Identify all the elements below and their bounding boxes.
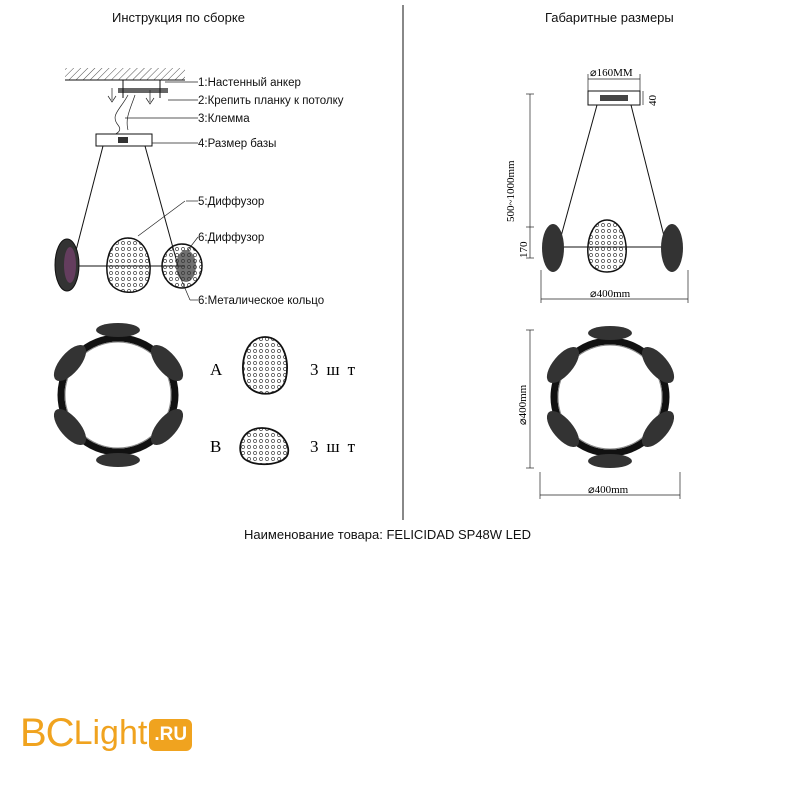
dimensions-title: Габаритные размеры: [545, 10, 674, 25]
diffuser-left: [54, 238, 80, 292]
part-b-qty: 3шт: [310, 437, 363, 456]
callout-5: 5:Диффузор: [198, 196, 264, 208]
dim-ring-diameter-side: ⌀400mm: [590, 288, 631, 300]
cable-side-left: [559, 104, 598, 241]
canopy-side: [587, 90, 641, 106]
logo-part-light: Light: [73, 714, 148, 752]
bclight-logo: BC Light .RU: [20, 695, 193, 755]
callout-4: 4:Размер базы: [198, 138, 276, 150]
dim-ring-side-line: [540, 270, 689, 303]
part-b-letter: B: [210, 437, 221, 456]
canopy: [95, 133, 153, 147]
callout-6: 6:Диффузор: [198, 232, 264, 244]
dim-ring-diameter-top-horizontal: ⌀400mm: [588, 484, 629, 496]
ring-top-view-left: [53, 323, 184, 467]
dim-ring-top-h-line: [539, 472, 681, 499]
diffuser-right: [161, 243, 203, 289]
dim-cable-length: 500~1000mm: [505, 160, 517, 222]
part-a-letter: A: [210, 360, 223, 379]
part-a-qty: 3шт: [310, 360, 363, 379]
callout-3: 3:Клемма: [198, 113, 250, 125]
ring-top-view-right: [546, 326, 675, 468]
logo-part-bc: BC: [20, 711, 75, 755]
callout-leaders: [125, 81, 199, 301]
callout-1: 1:Настенный анкер: [198, 77, 301, 89]
dim-cable-line: [526, 93, 534, 259]
callout-7: 6:Металическое кольцо: [198, 295, 324, 307]
logo-part-ru: .RU: [149, 719, 193, 751]
diffuser-side-center: [587, 219, 627, 273]
ceiling-bracket: [107, 80, 168, 105]
diffuser-center: [106, 237, 151, 293]
diffuser-side-left: [542, 224, 564, 272]
dim-base-diameter: ⌀160MM: [590, 67, 633, 79]
dim-base-height: 40: [647, 95, 659, 107]
callout-2: 2:Крепить планку к потолку: [198, 95, 344, 107]
dim-ring-top-v-line: [526, 329, 534, 469]
dim-drop: 170: [518, 241, 530, 258]
ceiling: [65, 68, 185, 81]
part-b-shape: [239, 427, 290, 466]
cable-side-right: [630, 104, 666, 241]
diffuser-side-right: [661, 224, 683, 272]
assembly-title: Инструкция по сборке: [112, 10, 245, 25]
dim-base-width: [587, 74, 641, 92]
product-name: Наименование товара: FELICIDAD SP48W LED: [244, 527, 531, 542]
dim-ring-diameter-top-vertical: ⌀400mm: [517, 384, 529, 425]
cable-left: [71, 145, 104, 267]
part-a-shape: [242, 336, 288, 395]
